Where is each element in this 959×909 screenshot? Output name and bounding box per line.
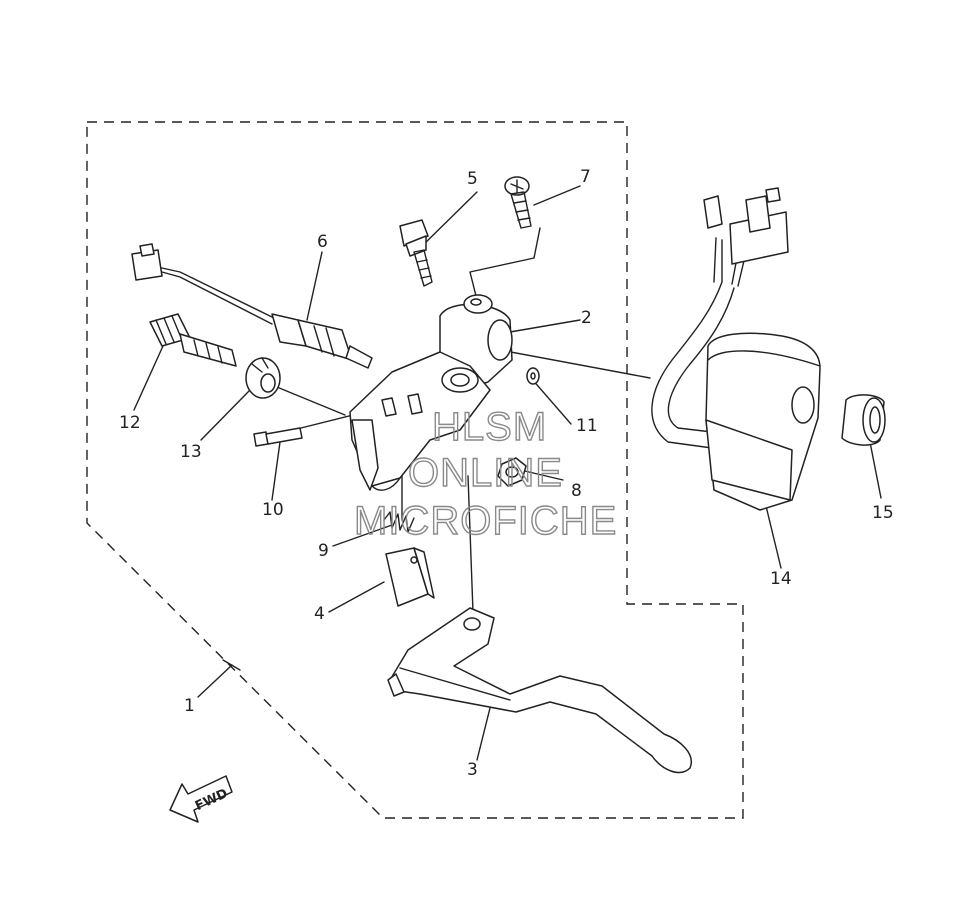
callout-8: 8 xyxy=(571,481,582,501)
part-14-handlebar-switch xyxy=(651,187,821,511)
callout-14: 14 xyxy=(770,569,792,589)
callout-2: 2 xyxy=(581,308,592,328)
watermark-line-2: ONLINE xyxy=(408,451,563,495)
callout-3: 3 xyxy=(467,760,478,780)
part-12-adjuster xyxy=(149,313,237,367)
part-8-nut xyxy=(497,457,527,487)
part-15-bush xyxy=(841,394,886,446)
part-10-bolt xyxy=(253,427,303,447)
callout-1: 1 xyxy=(184,696,195,716)
callout-13: 13 xyxy=(180,442,202,462)
part-13-locknut xyxy=(245,357,281,399)
callout-numbers: 1 2 3 4 5 6 7 8 9 10 11 12 13 14 15 xyxy=(119,167,894,780)
part-7-screw xyxy=(504,176,532,229)
fwd-arrow: FWD xyxy=(169,775,233,823)
assembly-boundary xyxy=(86,121,744,819)
watermark-line-3: MICROFICHE xyxy=(354,499,617,543)
callout-12: 12 xyxy=(119,413,141,433)
callout-4: 4 xyxy=(314,604,325,624)
callout-15: 15 xyxy=(872,503,894,523)
callout-5: 5 xyxy=(467,169,478,189)
watermark: HLSM ONLINE MICROFICHE xyxy=(353,404,617,543)
callout-9: 9 xyxy=(318,541,329,561)
part-9-spring xyxy=(383,511,415,533)
part-5-bolt xyxy=(399,219,433,287)
callout-7: 7 xyxy=(580,167,591,187)
callout-11: 11 xyxy=(576,416,598,436)
callout-10: 10 xyxy=(262,500,284,520)
part-3-lever xyxy=(387,607,693,774)
watermark-line-1: HLSM xyxy=(432,405,547,449)
part-4-cover xyxy=(385,547,435,607)
part-2-lever-holder xyxy=(349,294,513,491)
part-6-switch xyxy=(131,243,373,369)
part-11-circlip xyxy=(526,367,540,385)
callout-6: 6 xyxy=(317,232,328,252)
